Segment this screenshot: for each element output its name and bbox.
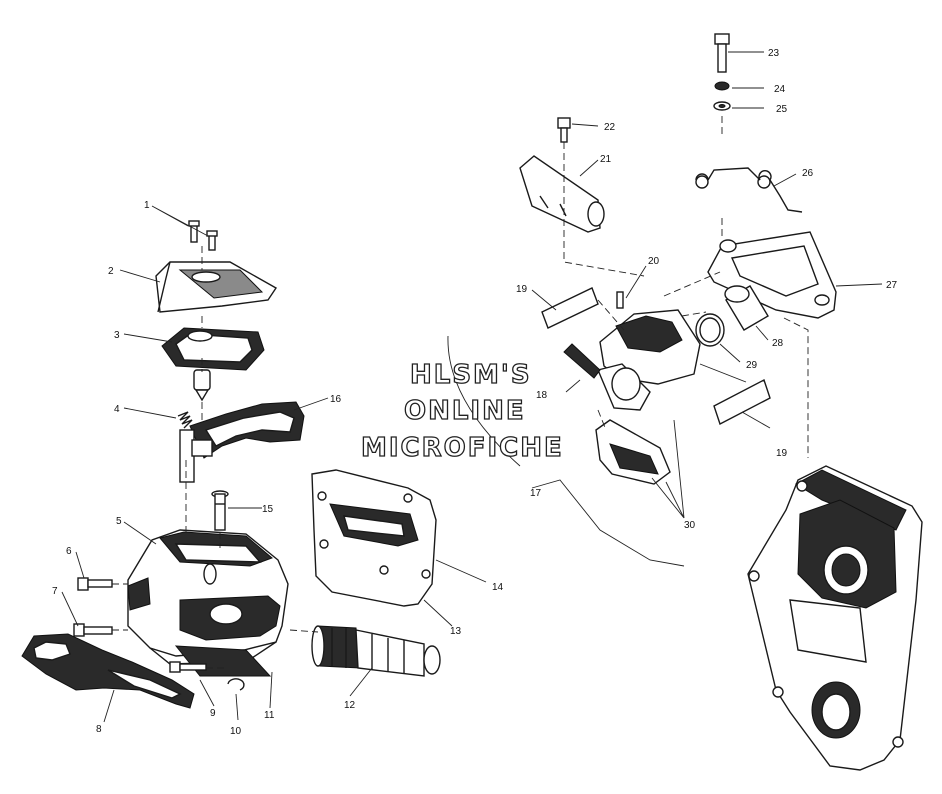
callout-16: 16: [330, 394, 342, 405]
callout-10: 10: [230, 726, 242, 737]
part-16-throttle-lever: [189, 401, 305, 459]
callout-25: 25: [776, 104, 788, 115]
callout-2: 2: [108, 266, 114, 277]
part-1-screws: [188, 220, 218, 251]
part-24-lock-washer: [714, 81, 730, 91]
callout-6: 6: [66, 546, 72, 557]
part-lever-bracket: [179, 429, 213, 483]
watermark-line-2: ONLINE: [403, 395, 526, 426]
part-7-screw: [73, 623, 113, 637]
callout-8: 8: [96, 724, 102, 735]
part-29-ring: [695, 313, 725, 347]
part-12-grip-sleeve: [311, 625, 441, 677]
part-23-bolt: [714, 33, 730, 73]
callout-29: 29: [746, 360, 758, 371]
part-13-14-side-cover: [311, 469, 437, 607]
part-27-bracket: [707, 231, 837, 319]
callout-19a: 19: [516, 284, 528, 295]
part-plunger: [193, 369, 211, 402]
part-19-pad-lower: [713, 379, 771, 425]
part-22-bolt: [557, 117, 571, 143]
callout-27: 27: [886, 280, 898, 291]
callout-1: 1: [144, 200, 150, 211]
callout-28: 28: [772, 338, 784, 349]
callout-21: 21: [600, 154, 612, 165]
callout-7: 7: [52, 586, 58, 597]
part-28-bushing: [724, 285, 769, 331]
part-15-pin: [211, 490, 229, 531]
callout-3: 3: [114, 330, 120, 341]
part-21-fitting: [519, 155, 605, 233]
part-3-gasket: [161, 327, 265, 371]
callout-15: 15: [262, 504, 274, 515]
part-26-spring-wire: [695, 167, 803, 213]
callout-9: 9: [210, 708, 216, 719]
callout-24: 24: [774, 84, 786, 95]
callout-13: 13: [450, 626, 462, 637]
callout-18: 18: [536, 390, 548, 401]
part-4-spring: [177, 411, 193, 429]
part-6-screw: [77, 577, 113, 591]
callout-4: 4: [114, 404, 120, 415]
callout-17: 17: [530, 488, 542, 499]
part-30-brake-pad: [595, 419, 671, 485]
part-9-screw: [169, 661, 207, 673]
leader-lines: [61, 51, 883, 723]
callout-12: 12: [344, 700, 356, 711]
callout-19b: 19: [776, 448, 788, 459]
callout-26: 26: [802, 168, 814, 179]
part-2-top-cover: [155, 261, 278, 313]
callout-14: 14: [492, 582, 504, 593]
callout-labels: 1 2 3 4 5 6 7 8 9 10 11 12 13 14 15 16 1…: [52, 48, 898, 737]
callout-30: 30: [684, 520, 696, 531]
part-chaincase: [747, 465, 923, 771]
callout-11: 11: [264, 710, 275, 721]
callout-23: 23: [768, 48, 780, 59]
part-25-washer: [713, 101, 731, 111]
part-10-clip: [227, 678, 245, 691]
part-18-line: [563, 343, 601, 379]
center-lines: [112, 116, 809, 669]
callout-20: 20: [648, 256, 660, 267]
callout-5: 5: [116, 516, 122, 527]
part-19-pad-upper: [541, 287, 599, 329]
part-8-brake-lever: [21, 633, 195, 709]
part-caliper-body: [597, 291, 701, 411]
watermark-line-3: MICROFICHE: [360, 432, 564, 463]
watermark-line-1: HLSM'S: [409, 359, 532, 390]
part-5-housing: [127, 529, 289, 677]
callout-22: 22: [604, 122, 616, 133]
